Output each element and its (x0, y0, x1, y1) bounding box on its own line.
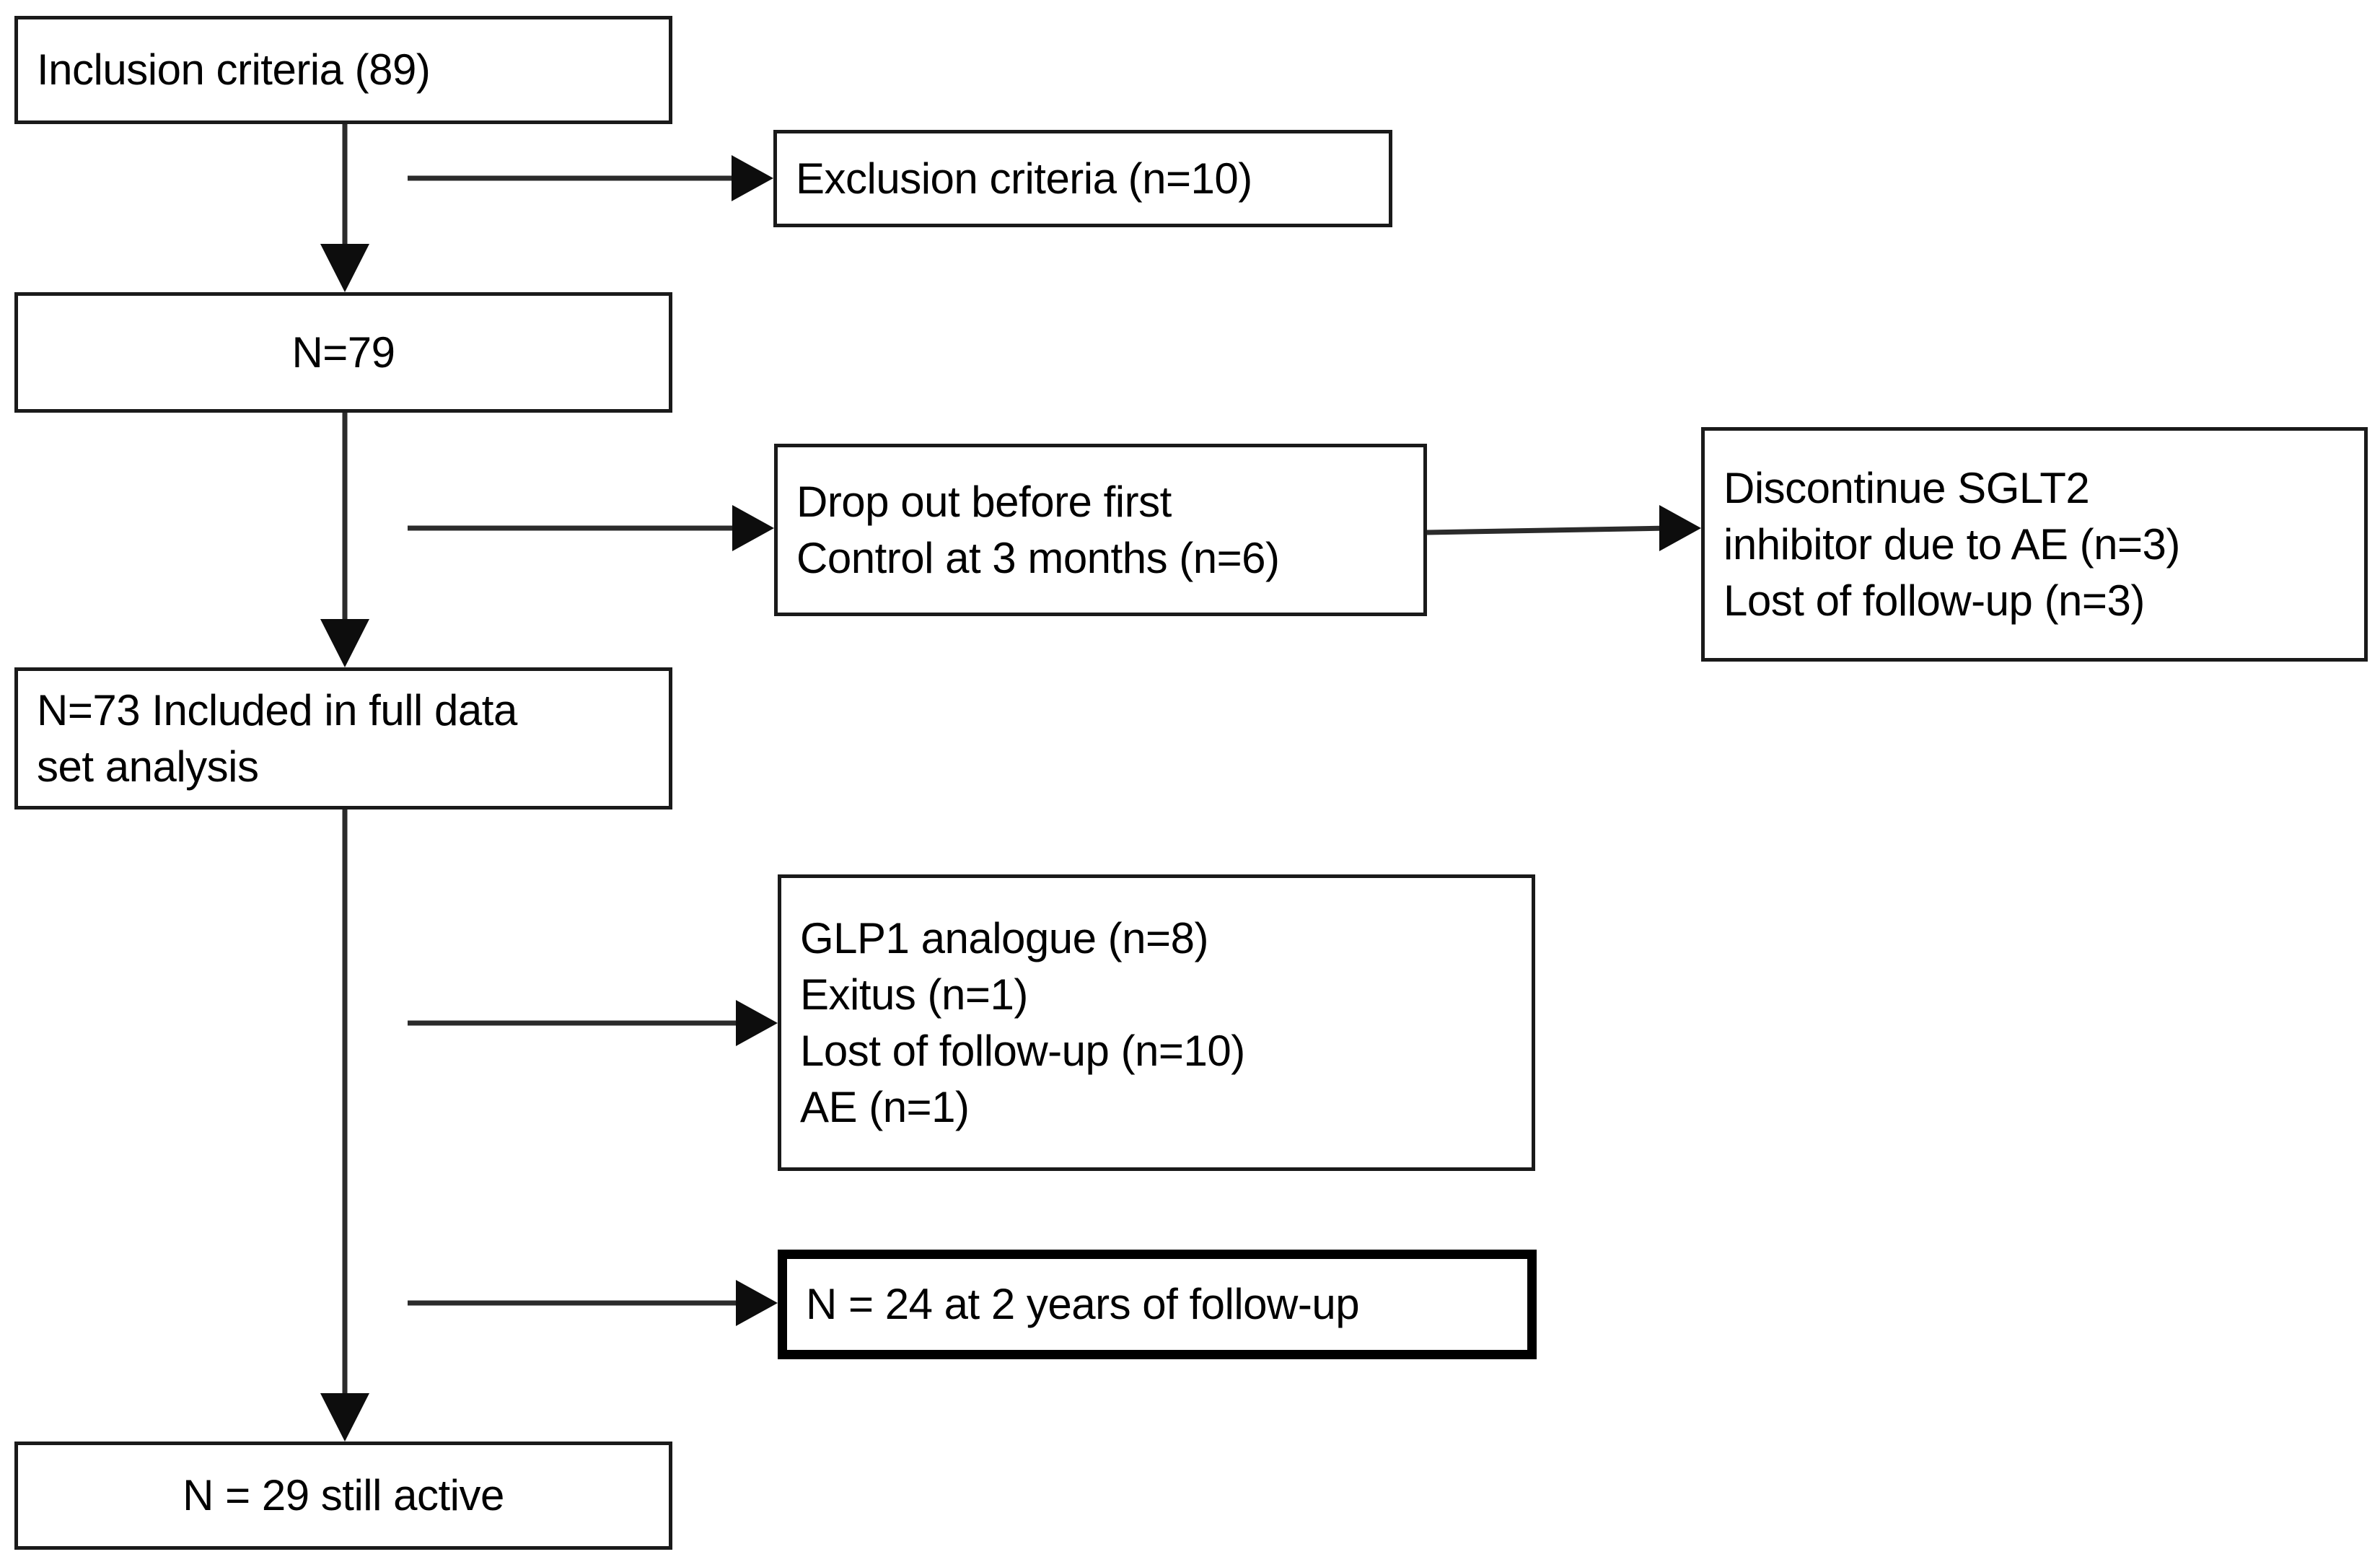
node-drop-out-line-2: Control at 3 months (n=6) (796, 533, 1280, 582)
node-n73-full-data-set[interactable]: N=73 Included in full data set analysis (14, 667, 672, 809)
edge-trunk-to-n24 (408, 1280, 778, 1326)
node-n73-line-2: set analysis (37, 742, 259, 791)
node-n24-line-1: N = 24 at 2 years of follow-up (806, 1280, 1360, 1328)
edge-trunk-to-exclusion (408, 155, 773, 201)
edge-dropout-to-discontinue (1426, 505, 1701, 551)
node-discontinue-sglt2-line-1: Discontinue SGLT2 (1723, 463, 2090, 512)
node-discontinue-sglt2-line-2: inhibitor due to AE (n=3) (1723, 519, 2180, 569)
node-n73-line-1: N=73 Included in full data (37, 685, 517, 734)
edge-n79-to-n73 (320, 413, 369, 667)
edge-trunk-to-dropout (408, 505, 774, 551)
node-drop-out-line-1: Drop out before first (796, 477, 1172, 526)
edge-n73-to-n29 (320, 809, 369, 1442)
node-discontinuation-reasons[interactable]: GLP1 analogue (n=8) Exitus (n=1) Lost of… (778, 874, 1535, 1171)
node-inclusion-criteria-line-1: Inclusion criteria (89) (37, 45, 431, 94)
node-discontinuation-reasons-line-1: GLP1 analogue (n=8) (800, 913, 1208, 962)
node-discontinuation-reasons-line-4: AE (n=1) (800, 1082, 970, 1131)
node-n29-still-active[interactable]: N = 29 still active (14, 1442, 672, 1550)
node-discontinue-sglt2[interactable]: Discontinue SGLT2 inhibitor due to AE (n… (1701, 427, 2368, 662)
edge-inclusion-to-n79 (320, 124, 369, 292)
node-discontinue-sglt2-line-3: Lost of follow-up (n=3) (1723, 576, 2145, 625)
node-discontinuation-reasons-line-2: Exitus (n=1) (800, 970, 1028, 1019)
node-n29-line-1: N = 29 still active (183, 1471, 504, 1519)
node-drop-out[interactable]: Drop out before first Control at 3 month… (774, 444, 1427, 616)
node-n79[interactable]: N=79 (14, 292, 672, 413)
edge-trunk-to-reasons (408, 1000, 778, 1046)
node-exclusion-criteria[interactable]: Exclusion criteria (n=10) (773, 130, 1392, 227)
node-n79-line-1: N=79 (291, 328, 395, 377)
node-n24-two-years[interactable]: N = 24 at 2 years of follow-up (778, 1250, 1537, 1359)
node-inclusion-criteria[interactable]: Inclusion criteria (89) (14, 16, 672, 124)
node-exclusion-criteria-line-1: Exclusion criteria (n=10) (796, 154, 1252, 203)
node-discontinuation-reasons-line-3: Lost of follow-up (n=10) (800, 1026, 1245, 1075)
